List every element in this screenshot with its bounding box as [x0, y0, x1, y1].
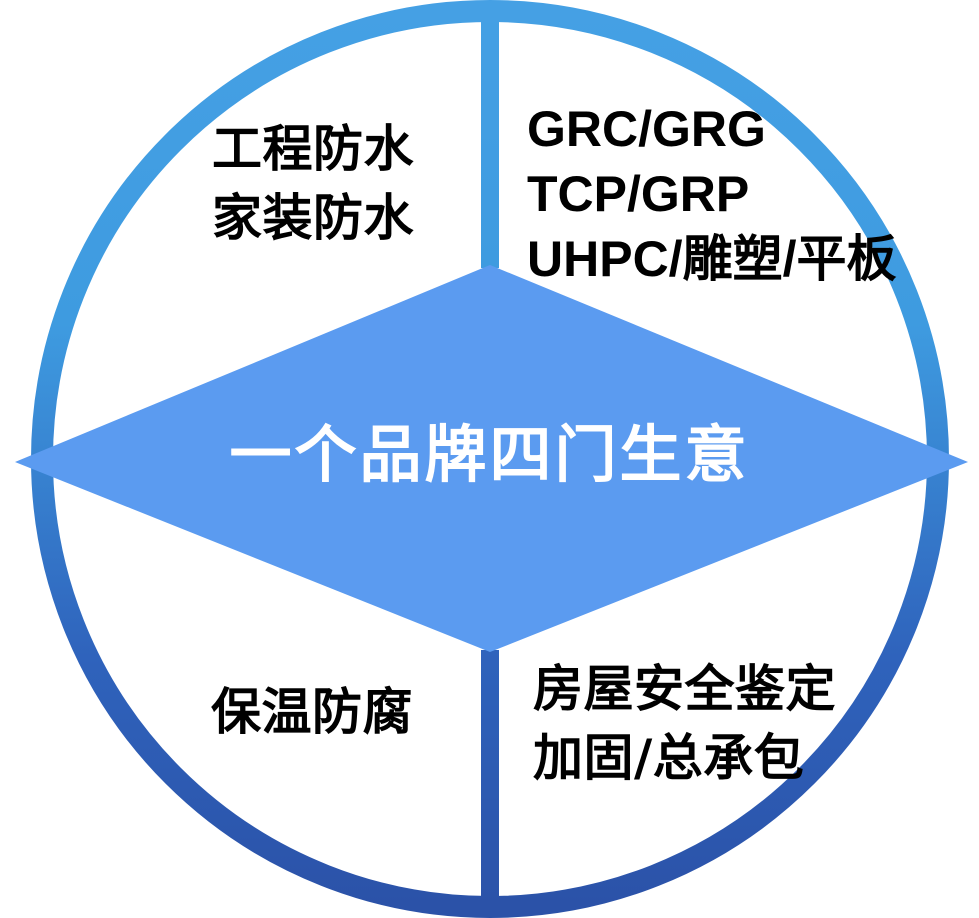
- quadrant-top-right: GRC/GRG TCP/GRP UHPC/雕塑/平板: [527, 100, 896, 295]
- center-caption: 一个品牌四门生意: [229, 418, 750, 491]
- quadrant-top-left-line-2: 家装防水: [212, 189, 414, 247]
- quadrant-bottom-right-line-2: 加固/总承包: [533, 729, 805, 787]
- divider-line-upper: [481, 6, 499, 268]
- divider-line-lower: [481, 650, 499, 912]
- quadrant-bottom-left-line-1: 保温防腐: [211, 683, 413, 741]
- quadrant-top-left-line-1: 工程防水: [212, 120, 414, 178]
- quadrant-bottom-left: 保温防腐: [211, 683, 413, 742]
- quadrant-top-left: 工程防水 家装防水: [212, 120, 414, 258]
- quadrant-top-right-line-3: UHPC/雕塑/平板: [527, 231, 897, 287]
- center-diamond: [15, 265, 968, 652]
- quadrant-bottom-right-line-1: 房屋安全鉴定: [533, 660, 836, 718]
- quadrant-top-right-line-1: GRC/GRG: [527, 101, 766, 157]
- quadrant-bottom-right: 房屋安全鉴定 加固/总承包: [533, 660, 836, 798]
- quadrant-top-right-line-2: TCP/GRP: [527, 166, 750, 222]
